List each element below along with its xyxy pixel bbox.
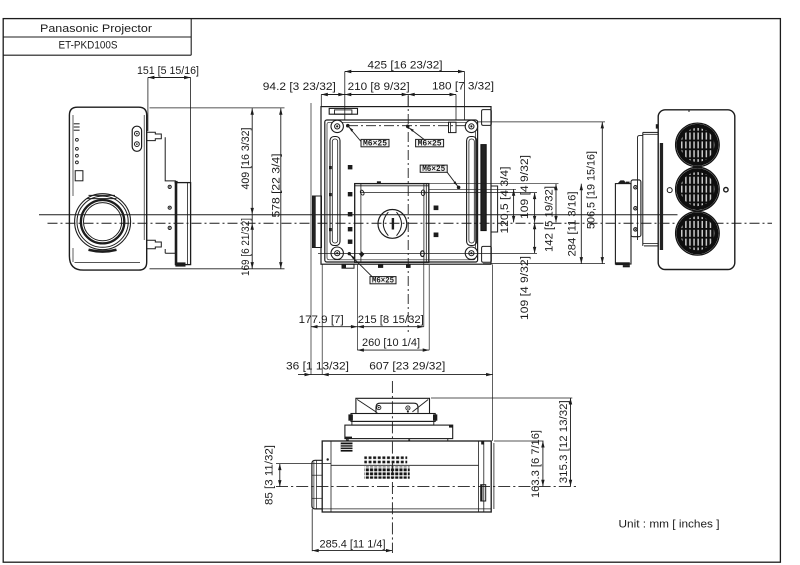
svg-text:607 [23 29/32]: 607 [23 29/32] — [369, 361, 445, 373]
svg-text:M6×25: M6×25 — [363, 140, 387, 149]
svg-text:M6×25: M6×25 — [418, 140, 442, 149]
svg-text:M6×25: M6×25 — [372, 277, 394, 286]
svg-text:169 [6 21/32]: 169 [6 21/32] — [240, 218, 252, 276]
svg-text:151 [5 15/16]: 151 [5 15/16] — [137, 65, 199, 77]
svg-text:M6×25: M6×25 — [422, 165, 445, 174]
svg-text:425 [16 23/32]: 425 [16 23/32] — [368, 59, 443, 71]
svg-text:506,5 [19 15/16]: 506,5 [19 15/16] — [586, 151, 598, 229]
svg-text:210 [8 9/32]: 210 [8 9/32] — [348, 81, 410, 93]
svg-text:284 [11 3/16]: 284 [11 3/16] — [567, 192, 579, 257]
svg-text:177.9 [7]: 177.9 [7] — [299, 314, 344, 326]
svg-text:285.4 [11 1/4]: 285.4 [11 1/4] — [320, 539, 386, 551]
svg-text:ET-PKD100S: ET-PKD100S — [59, 40, 118, 52]
svg-text:260 [10 1/4]: 260 [10 1/4] — [362, 337, 420, 349]
svg-text:142 [5 19/32]: 142 [5 19/32] — [543, 186, 555, 252]
svg-text:578 [22 3/4]: 578 [22 3/4] — [270, 154, 282, 218]
svg-text:109 [4 9/32]: 109 [4 9/32] — [519, 256, 531, 320]
svg-text:94.2 [3 23/32]: 94.2 [3 23/32] — [263, 81, 336, 93]
svg-text:Unit : mm [ inches ]: Unit : mm [ inches ] — [619, 519, 720, 531]
svg-text:36 [1 13/32]: 36 [1 13/32] — [286, 361, 349, 373]
svg-text:163.3 [6 7/16]: 163.3 [6 7/16] — [530, 430, 542, 498]
svg-text:109 [4 9/32]: 109 [4 9/32] — [519, 155, 531, 219]
svg-text:315.3 [12 13/32]: 315.3 [12 13/32] — [558, 400, 570, 483]
svg-text:180 [7 3/32]: 180 [7 3/32] — [432, 81, 494, 93]
svg-text:85 [3 11/32]: 85 [3 11/32] — [263, 445, 275, 505]
svg-text:120,5 [4 3/4]: 120,5 [4 3/4] — [499, 167, 511, 234]
svg-text:409 [16 3/32]: 409 [16 3/32] — [240, 127, 252, 189]
svg-text:Panasonic Projector: Panasonic Projector — [40, 23, 152, 35]
svg-text:215 [8 15/32]: 215 [8 15/32] — [358, 314, 424, 326]
